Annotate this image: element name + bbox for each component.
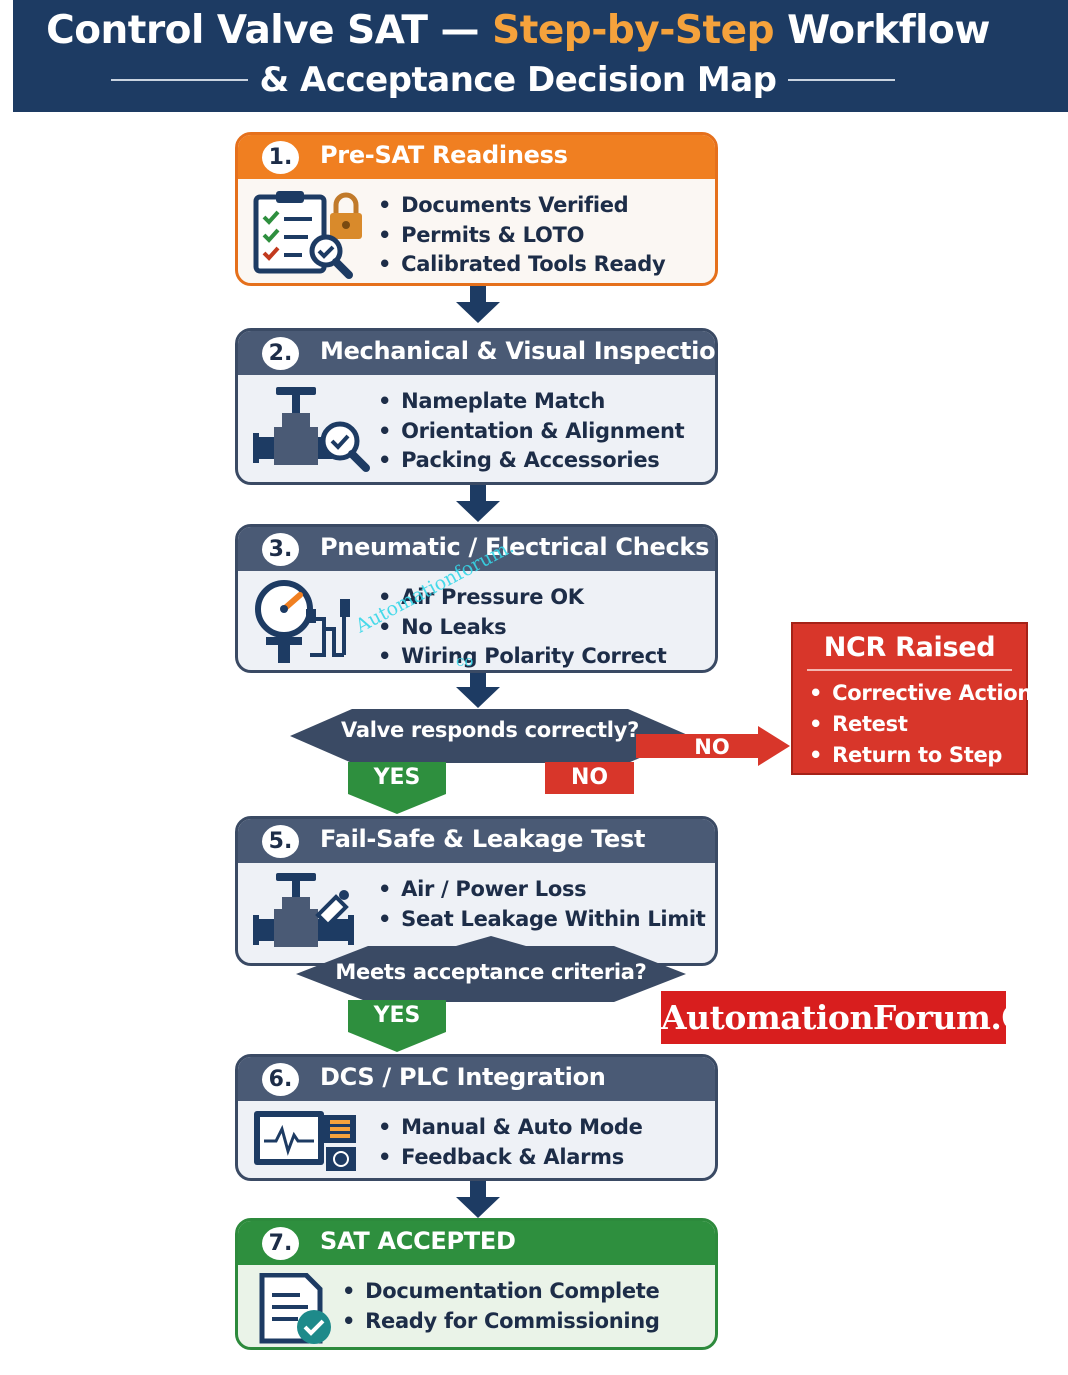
step-checklist: Air / Power Loss Seat Leakage Within Lim… (378, 875, 706, 934)
list-item: Documents Verified (378, 191, 665, 221)
list-item: Air / Power Loss (378, 875, 706, 905)
step-card-pre-sat: 1. Pre-SAT Readiness Documents Verified … (235, 132, 718, 286)
step-number: 7. (262, 1227, 299, 1260)
step-header: 2. Mechanical & Visual Inspection (238, 331, 715, 375)
step-card-fail-safe-leakage: 5. Fail-Safe & Leakage Test Air / Power … (235, 816, 718, 966)
checklist-lock-magnifier-icon (253, 191, 362, 279)
step-checklist: Manual & Auto Mode Feedback & Alarms (378, 1113, 643, 1172)
decision-question: Meets acceptance criteria? (335, 960, 647, 984)
step-title: SAT ACCEPTED (320, 1227, 516, 1255)
flow-arrow-down (456, 286, 500, 323)
ncr-title: NCR Raised (823, 632, 996, 663)
list-item: Air Pressure OK (378, 583, 667, 613)
flow-arrow-down (456, 673, 500, 708)
step-checklist: Air Pressure OK No Leaks Wiring Polarity… (378, 583, 667, 670)
list-item: Orientation & Alignment (378, 417, 685, 447)
list-item: Manual & Auto Mode (378, 1113, 643, 1143)
title-rule-right (755, 79, 895, 81)
flow-arrow-down (456, 485, 500, 522)
yes-tag-2 (348, 1000, 446, 1052)
step-checklist: Nameplate Match Orientation & Alignment … (378, 387, 685, 476)
yes-tag-1 (348, 762, 446, 814)
document-checkmark-icon (259, 1273, 331, 1344)
step-title: Fail-Safe & Leakage Test (320, 825, 646, 853)
step-number: 1. (262, 141, 299, 174)
step-card-mechanical-inspection: 2. Mechanical & Visual Inspection Namepl… (235, 328, 718, 485)
valve-actuator-icon (253, 873, 354, 947)
step-number: 3. (262, 533, 299, 566)
watermark-text-suffix: co (456, 652, 474, 670)
list-item: Permits & LOTO (378, 221, 665, 251)
step-card-pneumatic-electrical: 3. Pneumatic / Electrical Checks Air Pre… (235, 524, 718, 673)
step-header: 7. SAT ACCEPTED (238, 1221, 715, 1265)
list-item: Documentation Complete (342, 1277, 660, 1307)
ncr-box: NCR Raised Corrective Action Retest Retu… (791, 622, 1032, 775)
no-arrow-label: NO (694, 735, 730, 759)
ncr-actions: Corrective Action Retest Return to Step (809, 678, 1032, 771)
no-arrow-right (636, 726, 790, 766)
step-title: Pneumatic / Electrical Checks (320, 533, 710, 561)
step-card-dcs-plc: 6. DCS / PLC Integration Manual & Auto M… (235, 1054, 718, 1181)
list-item: Packing & Accessories (378, 446, 684, 476)
list-item: Calibrated Tools Ready (378, 250, 666, 280)
valve-magnifier-icon (253, 387, 370, 472)
monitor-waveform-icon (254, 1111, 356, 1171)
step-header: 6. DCS / PLC Integration (238, 1057, 715, 1101)
decision-question: Valve responds correctly? (341, 718, 639, 742)
step-title: DCS / PLC Integration (320, 1063, 606, 1091)
flow-arrow-down (456, 1181, 500, 1218)
no-tag (545, 762, 634, 794)
title-rule-left (111, 79, 283, 81)
list-item: Seat Leakage Within Limit (378, 905, 706, 935)
list-item: Return to Step (809, 740, 1032, 771)
page-subtitle: & Acceptance Decision Map (13, 60, 1023, 100)
step-number: 5. (262, 825, 299, 858)
step-card-sat-accepted: 7. SAT ACCEPTED Documentation Complete R… (235, 1218, 718, 1350)
step-checklist: Documentation Complete Ready for Commiss… (342, 1277, 660, 1336)
page-title: Control Valve SAT — Step-by-Step Workflo… (46, 8, 990, 53)
decision-diamond-2 (296, 936, 686, 1002)
pressure-gauge-wiring-icon (255, 580, 350, 663)
step-number: 2. (262, 337, 299, 370)
title-accent: Step-by-Step (492, 8, 775, 53)
list-item: Retest (809, 709, 1032, 740)
decision-diamond-1 (290, 709, 690, 763)
list-item: Feedback & Alarms (378, 1143, 643, 1173)
step-title: Pre-SAT Readiness (320, 141, 568, 169)
step-header: 5. Fail-Safe & Leakage Test (238, 819, 715, 863)
ncr-divider (807, 669, 1012, 671)
list-item: Ready for Commissioning (342, 1307, 660, 1337)
list-item: Corrective Action (809, 678, 1032, 709)
list-item: Wiring Polarity Correct (378, 642, 667, 670)
no-label: NO (570, 765, 609, 790)
step-header: 3. Pneumatic / Electrical Checks (238, 527, 715, 571)
list-item: No Leaks (378, 613, 667, 643)
yes-label: YES (373, 765, 421, 790)
yes-label: YES (373, 1003, 421, 1028)
brand-watermark: AutomationForum.Co (661, 991, 1049, 1044)
list-item: Nameplate Match (378, 387, 684, 417)
header-banner: Control Valve SAT — Step-by-Step Workflo… (13, 0, 1068, 112)
step-checklist: Documents Verified Permits & LOTO Calibr… (378, 191, 666, 280)
step-title: Mechanical & Visual Inspection (320, 337, 718, 365)
step-number: 6. (262, 1063, 299, 1096)
step-header: 1. Pre-SAT Readiness (238, 135, 715, 179)
